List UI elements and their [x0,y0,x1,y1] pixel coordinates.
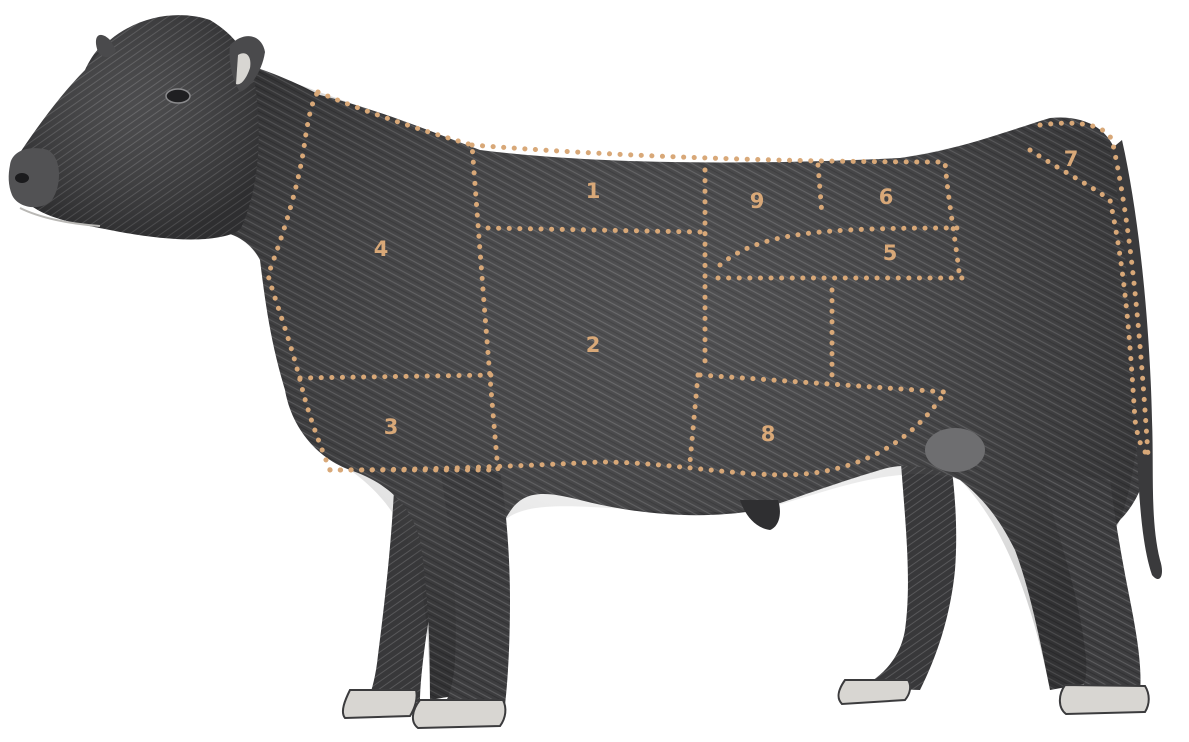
scrotum [925,428,985,472]
label-cut-4: 4 [374,237,389,261]
label-cut-7: 7 [1064,147,1079,171]
nostril [15,173,29,183]
label-cut-6: 6 [879,185,894,209]
hoof-near-rear [1060,685,1149,714]
hoof-far-front [343,690,417,718]
label-cut-9: 9 [750,189,765,213]
label-cut-5: 5 [883,241,898,265]
eye [166,89,190,103]
hoof-near-front [413,700,505,728]
bull-body [205,60,1162,728]
label-cut-3: 3 [384,415,399,439]
label-cut-2: 2 [586,333,601,357]
label-cut-8: 8 [761,422,776,446]
bull-head [9,15,265,239]
hoof-far-rear [838,680,910,704]
belly-tuft [740,500,780,530]
label-cut-1: 1 [586,179,601,203]
